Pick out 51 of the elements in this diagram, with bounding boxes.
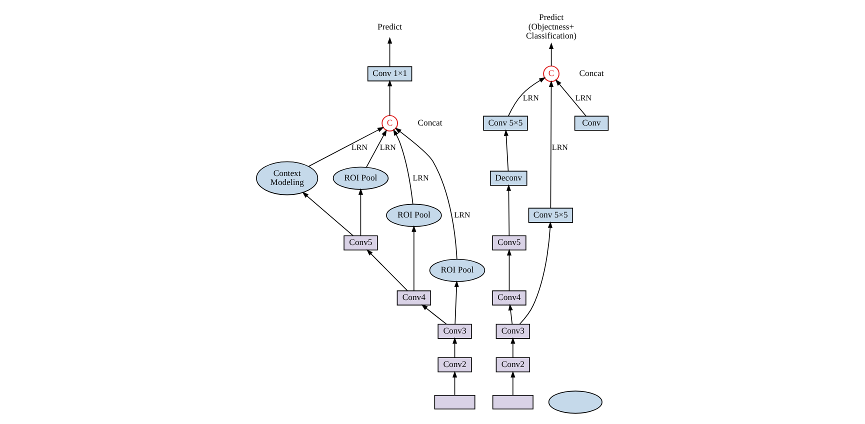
node-box: Conv bbox=[574, 116, 609, 131]
node-ellipse: ROI Pool bbox=[332, 166, 389, 190]
arrow bbox=[519, 221, 552, 325]
arrow bbox=[510, 337, 516, 358]
node-box bbox=[434, 394, 476, 410]
arrow bbox=[366, 249, 408, 292]
node-box: Conv4 bbox=[492, 290, 526, 306]
node-box bbox=[492, 394, 534, 410]
arrow bbox=[510, 370, 516, 396]
arrow bbox=[508, 77, 546, 116]
arrow bbox=[394, 128, 458, 260]
arrow bbox=[393, 129, 414, 204]
arrow bbox=[388, 37, 392, 68]
arrow bbox=[549, 42, 554, 66]
arrow bbox=[302, 192, 354, 236]
node-box: Conv 5×5 bbox=[483, 116, 528, 131]
node-box: Conv3 bbox=[438, 324, 472, 339]
arrow bbox=[452, 370, 458, 396]
arrow bbox=[421, 304, 447, 325]
node-circle: C bbox=[382, 115, 398, 132]
node-box: Conv3 bbox=[496, 324, 530, 339]
arrow bbox=[504, 129, 509, 172]
node-ellipse: ROI Pool bbox=[386, 204, 442, 227]
arrow bbox=[366, 129, 387, 168]
node-circle: C bbox=[543, 66, 560, 82]
node-box: Conv2 bbox=[438, 357, 472, 372]
arrow bbox=[508, 304, 513, 325]
arrow bbox=[358, 188, 364, 236]
node-ellipse: Context Modeling bbox=[256, 161, 318, 196]
node-box: Conv5 bbox=[344, 235, 378, 250]
node-box: Conv5 bbox=[492, 235, 526, 250]
arrow bbox=[555, 79, 586, 117]
node-box: Conv4 bbox=[396, 290, 432, 306]
arrow bbox=[308, 126, 384, 167]
node-text: Predict bbox=[378, 21, 402, 32]
arrow bbox=[412, 225, 416, 292]
arrow bbox=[452, 337, 458, 358]
node-box: Deconv bbox=[490, 170, 528, 186]
node-label: Concat bbox=[418, 118, 442, 128]
node-ellipse bbox=[548, 390, 602, 414]
arrow bbox=[388, 80, 392, 116]
node-text: Predict (Objectness+ Classification) bbox=[526, 12, 577, 41]
arrow bbox=[506, 248, 512, 292]
arrow bbox=[506, 184, 512, 236]
node-label: Concat bbox=[579, 68, 604, 78]
arrow bbox=[548, 80, 554, 209]
node-box: Conv 1×1 bbox=[367, 66, 412, 82]
node-ellipse: ROI Pool bbox=[429, 258, 486, 282]
arrow bbox=[454, 280, 459, 324]
node-box: Conv 5×5 bbox=[528, 208, 574, 223]
node-box: Conv2 bbox=[496, 357, 530, 372]
